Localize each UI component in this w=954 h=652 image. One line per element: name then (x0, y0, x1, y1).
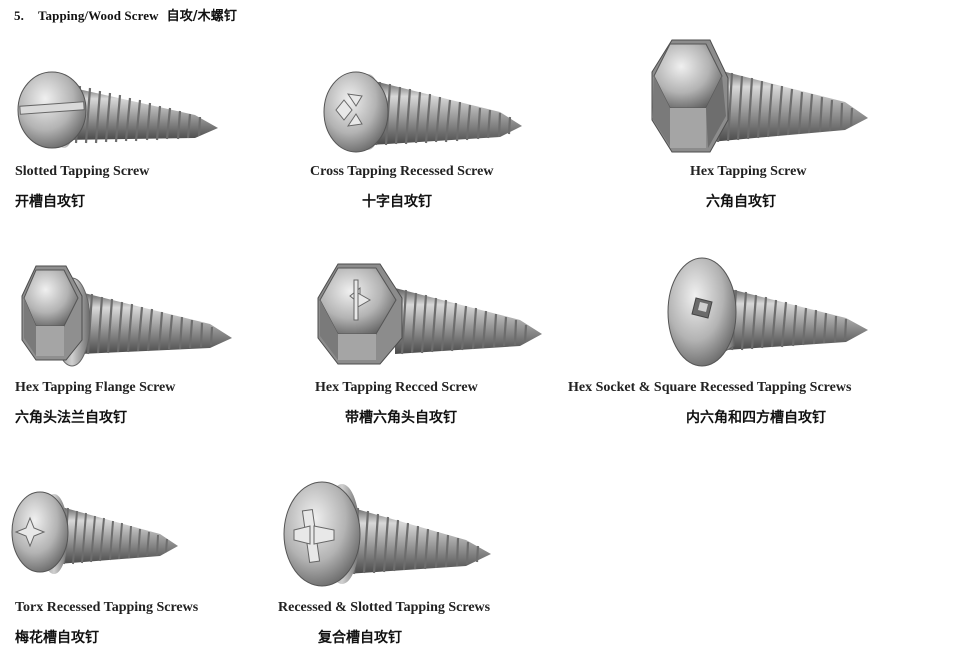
recessed-slotted-screw-image (283, 481, 491, 587)
screw-name-torx: Torx Recessed Tapping Screws (15, 600, 199, 615)
cross-tapping-screw-image (323, 71, 522, 153)
screw-name-zh-cross: 十字自攻钉 (362, 194, 432, 210)
screw-recessed-slotted: Recessed & Slotted Tapping Screws 复合槽自攻钉 (276, 470, 576, 652)
screw-slotted: Slotted Tapping Screw 开槽自攻钉 (0, 40, 300, 240)
screw-name-zh-recessed-slotted: 复合槽自攻钉 (318, 630, 402, 646)
screw-name-hex-recced: Hex Tapping Recced Screw (315, 380, 478, 395)
screw-cross: Cross Tapping Recessed Screw 十字自攻钉 (300, 40, 620, 240)
screw-hex-recced: Hex Tapping Recced Screw 带槽六角头自攻钉 (300, 256, 600, 436)
screw-hex: Hex Tapping Screw 六角自攻钉 (630, 30, 950, 240)
section-title: 5. Tapping/Wood Screw 自攻/木螺钉 (14, 5, 237, 24)
screw-name-zh-hex-recced: 带槽六角头自攻钉 (345, 410, 457, 426)
hex-flange-screw-image (21, 265, 232, 367)
screw-name-zh-hex: 六角自攻钉 (706, 194, 776, 210)
screw-name-cross: Cross Tapping Recessed Screw (310, 164, 494, 179)
screw-name-zh-torx: 梅花槽自攻钉 (15, 630, 99, 646)
screw-hex-socket-square: Hex Socket & Square Recessed Tapping Scr… (566, 250, 946, 436)
hex-tapping-screw-image (651, 39, 868, 153)
hex-recced-screw-image (317, 263, 542, 365)
screw-name-recessed-slotted: Recessed & Slotted Tapping Screws (278, 600, 491, 615)
screw-name-hex-flange: Hex Tapping Flange Screw (15, 380, 176, 395)
screw-hex-flange: Hex Tapping Flange Screw 六角头法兰自攻钉 (0, 256, 300, 436)
screw-torx: Torx Recessed Tapping Screws 梅花槽自攻钉 (0, 476, 270, 652)
screw-name-hex-socket-square: Hex Socket & Square Recessed Tapping Scr… (568, 380, 852, 395)
screw-name-hex: Hex Tapping Screw (690, 164, 807, 179)
section-title-zh: 自攻/木螺钉 (166, 9, 237, 24)
screw-name-slotted: Slotted Tapping Screw (15, 164, 150, 179)
torx-screw-image (11, 491, 178, 574)
hex-socket-square-screw-image (667, 257, 868, 367)
screw-name-zh-hex-flange: 六角头法兰自攻钉 (15, 410, 127, 426)
slotted-tapping-screw-image (17, 71, 218, 149)
section-number: 5. (14, 8, 24, 23)
screw-name-zh-hex-socket-square: 内六角和四方槽自攻钉 (686, 410, 826, 426)
section-title-en: Tapping/Wood Screw (37, 8, 159, 23)
screw-name-zh-slotted: 开槽自攻钉 (15, 194, 85, 210)
